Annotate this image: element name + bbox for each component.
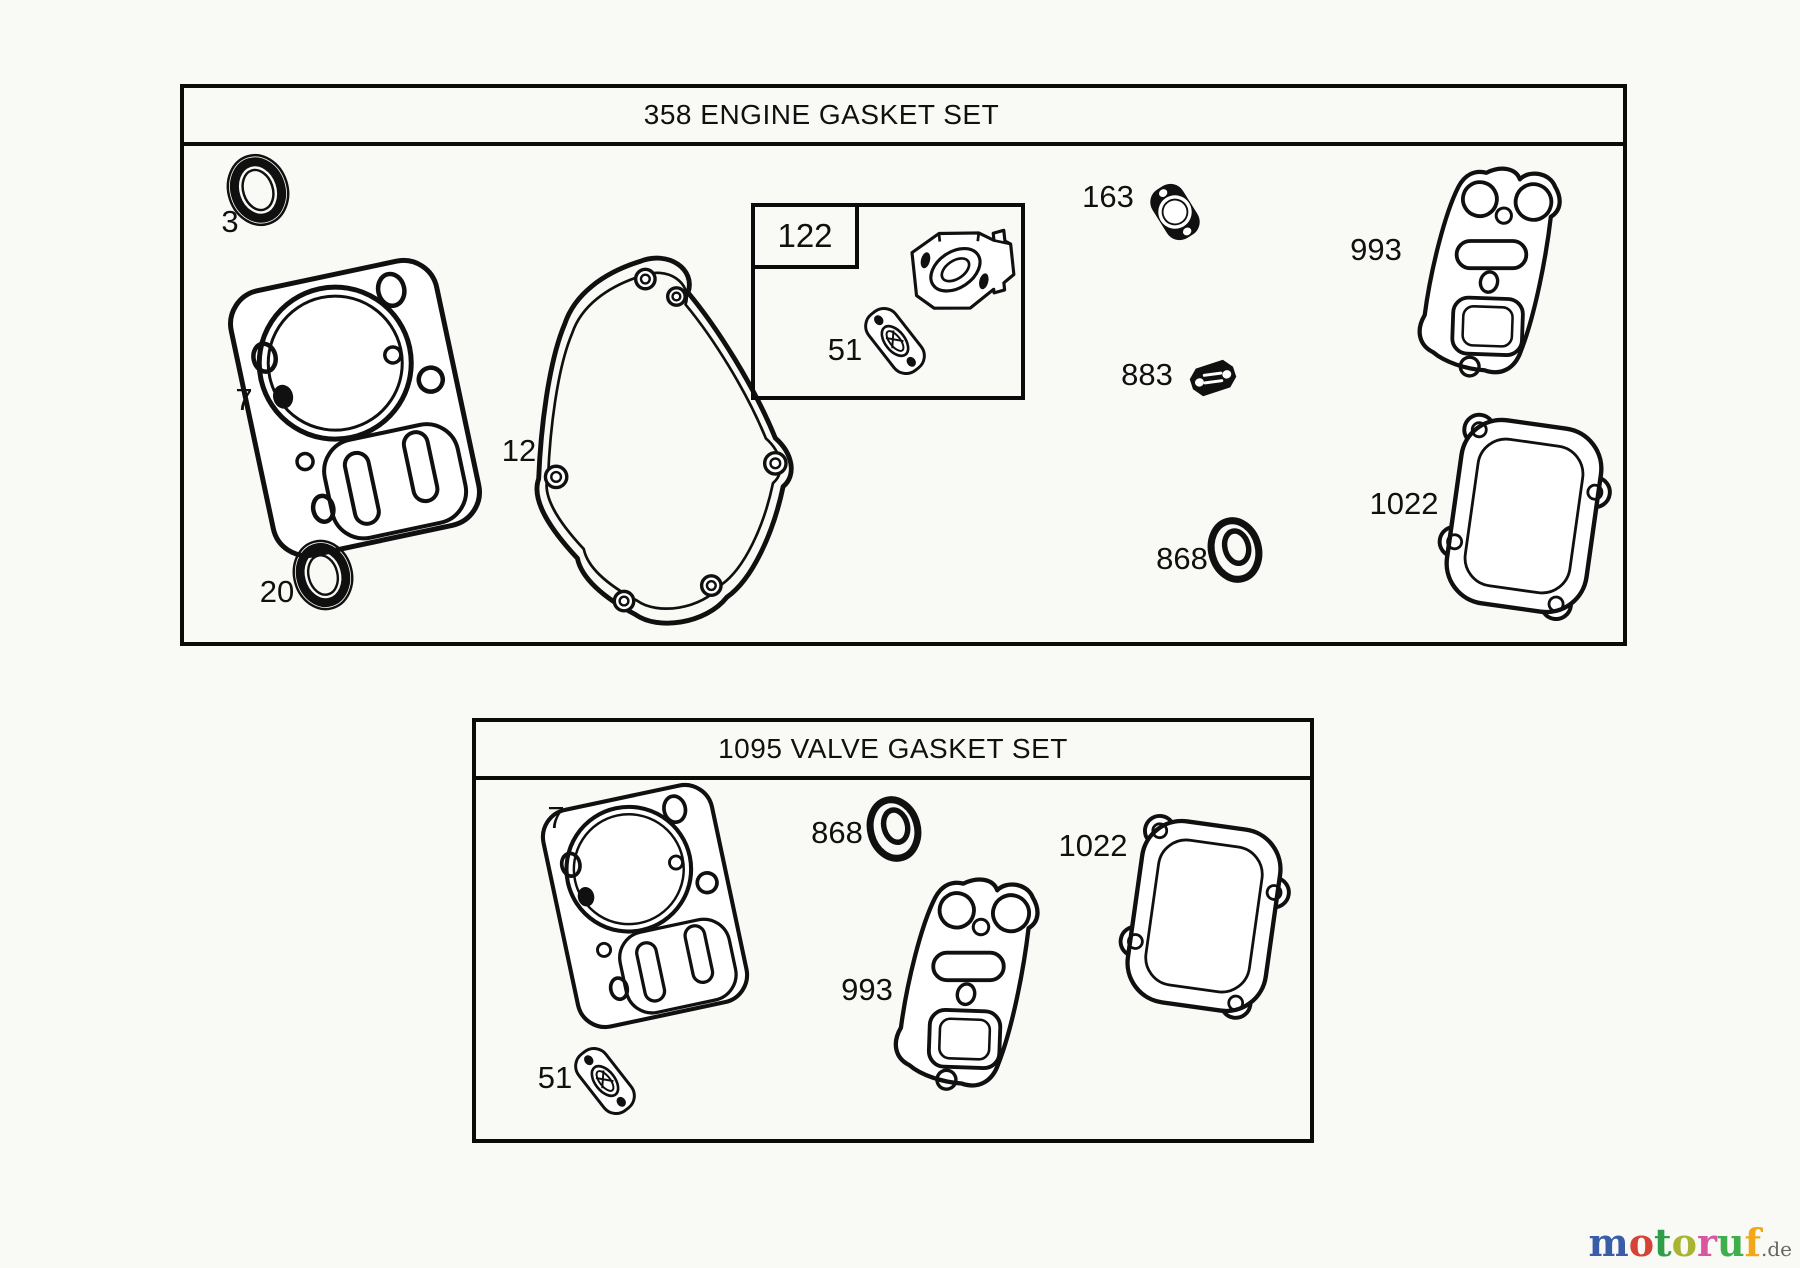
part-label-12: 12	[502, 433, 536, 468]
oil-seal-868-shape	[864, 794, 925, 863]
part-label-7: 7	[235, 382, 252, 417]
motoruf-logo-word: motoruf	[1588, 1220, 1761, 1265]
part-label-1022: 1022	[1059, 828, 1128, 863]
part-label-993: 993	[1350, 232, 1402, 267]
part-label-1022: 1022	[1370, 486, 1439, 521]
exhaust-gasket-883-shape	[1185, 355, 1241, 401]
engine-gasket-set-diagram: 3 7 12 20 122 51 163 883 868 993 1022	[184, 146, 1623, 642]
part-label-20: 20	[260, 574, 294, 609]
part-label-883: 883	[1121, 357, 1173, 392]
engine-gasket-set-box: 358 ENGINE GASKET SET	[180, 84, 1627, 646]
part-label-51: 51	[538, 1060, 572, 1095]
carburetor-spacer-122-shape	[908, 224, 1019, 316]
intake-gasket-51-shape	[858, 300, 932, 382]
part-label-868: 868	[1156, 541, 1208, 576]
part-label-51: 51	[828, 332, 862, 367]
oil-seal-868-shape	[1205, 515, 1266, 584]
cylinder-head-gasket-7-shape	[224, 254, 486, 562]
cylinder-head-gasket-7-shape	[538, 780, 752, 1032]
rocker-cover-gasket-1022-shape	[1112, 813, 1297, 1023]
carburetor-gasket-163-shape	[1143, 177, 1207, 247]
part-label-122: 122	[777, 217, 832, 254]
inset-122-label-cell	[751, 203, 859, 269]
engine-gasket-set-title-bar: 358 ENGINE GASKET SET	[184, 88, 1623, 146]
part-label-7: 7	[547, 800, 564, 835]
motoruf-logo-domain-suffix: .de	[1761, 1237, 1792, 1261]
valve-gasket-set-title: 1095 VALVE GASKET SET	[718, 733, 1068, 764]
engine-gasket-set-title: 358 ENGINE GASKET SET	[643, 99, 1000, 130]
valve-gasket-set-title-bar: 1095 VALVE GASKET SET	[476, 722, 1310, 780]
valve-gasket-set-diagram: 7 868 1022 993 51	[476, 780, 1310, 1122]
part-label-3: 3	[221, 204, 238, 239]
part-label-868: 868	[811, 815, 863, 850]
breather-gasket-993-shape	[1409, 155, 1565, 388]
intake-gasket-51-shape	[568, 1040, 642, 1122]
breather-gasket-993-shape	[886, 865, 1044, 1101]
part-label-163: 163	[1082, 179, 1134, 214]
motoruf-logo: motoruf.de	[1588, 1224, 1792, 1262]
inset-122-box	[751, 203, 1025, 400]
part-label-993: 993	[841, 972, 893, 1007]
valve-gasket-set-box: 1095 VALVE GASKET SET 7 868 1022 993 51	[472, 718, 1314, 1143]
rocker-cover-gasket-1022-shape	[1431, 412, 1618, 625]
